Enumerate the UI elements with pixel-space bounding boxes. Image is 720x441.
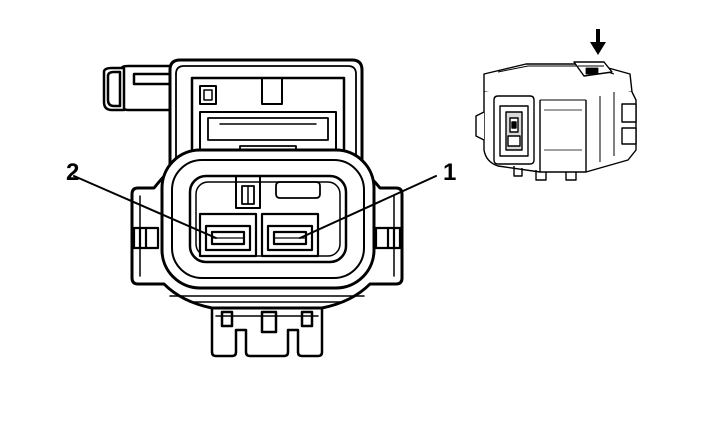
connector-face-view bbox=[73, 58, 437, 358]
leader-line-pin-2 bbox=[73, 175, 217, 239]
terminal-pin-2 bbox=[198, 212, 258, 258]
terminal-pin-1 bbox=[260, 212, 320, 258]
right-side-latch bbox=[374, 226, 402, 250]
pin-2-label: 2 bbox=[66, 159, 79, 186]
bottom-terminal-tabs bbox=[210, 303, 324, 358]
connector-perspective-view bbox=[475, 61, 637, 181]
left-side-latch bbox=[132, 226, 160, 250]
down-arrow-icon bbox=[590, 29, 606, 55]
pin-1-label: 1 bbox=[443, 159, 456, 186]
leader-line-pin-1 bbox=[299, 175, 437, 239]
